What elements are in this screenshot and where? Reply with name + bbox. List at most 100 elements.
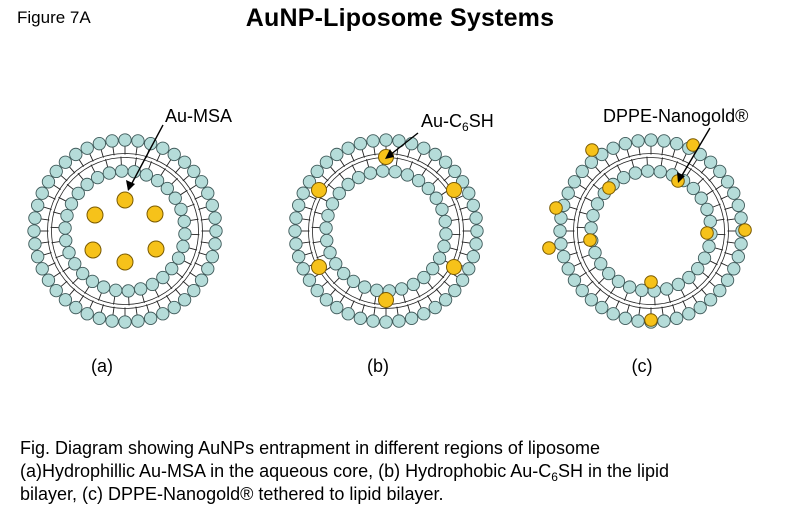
lipid-tail xyxy=(316,254,325,259)
lipid-headgroup xyxy=(438,214,452,229)
lipid-headgroup xyxy=(594,257,608,271)
lipid-headgroup xyxy=(296,262,310,276)
lipid-headgroup xyxy=(734,237,748,251)
lipid-headgroup xyxy=(353,311,368,325)
lipid-headgroup xyxy=(426,261,440,276)
lipid-tail xyxy=(374,296,377,305)
lipid-headgroup xyxy=(58,221,72,235)
lipid-headgroup xyxy=(178,227,192,241)
lipid-headgroup xyxy=(80,177,94,192)
lipid-headgroup xyxy=(134,282,148,296)
caption-line-2-sub: 6 xyxy=(551,470,558,484)
callout-au-c6sh-suffix: SH xyxy=(468,111,494,131)
lipid-headgroup xyxy=(388,165,402,179)
lipid-headgroup xyxy=(417,270,431,285)
lipid-headgroup xyxy=(205,198,219,213)
lipid-headgroup xyxy=(174,202,188,217)
lipid-tail xyxy=(51,241,60,244)
bilayer-line xyxy=(577,157,725,305)
lipid-tail xyxy=(714,247,724,251)
lipid-headgroup xyxy=(392,314,406,328)
lipid-headgroup xyxy=(71,186,85,201)
lipid-headgroup xyxy=(404,311,419,325)
callout-arrow-c xyxy=(677,127,711,183)
lipid-headgroup xyxy=(631,134,645,148)
lipid-headgroup xyxy=(319,155,334,169)
caption-line-2a: (a)Hydrophillic Au-MSA in the aqueous co… xyxy=(20,461,552,481)
lipid-tail xyxy=(674,161,678,170)
lipid-headgroup xyxy=(628,166,642,180)
lipid-headgroup xyxy=(145,277,160,292)
lipid-tail xyxy=(402,294,406,304)
lipid-tail xyxy=(84,286,90,294)
liposome-a xyxy=(27,133,223,329)
lipid-tail xyxy=(709,260,718,266)
lipid-headgroup xyxy=(435,202,449,217)
lipid-headgroup xyxy=(92,311,107,325)
lipid-headgroup xyxy=(167,147,181,162)
lipid-headgroup xyxy=(366,314,380,328)
lipid-headgroup xyxy=(406,277,421,292)
lipid-headgroup xyxy=(131,134,145,148)
lipid-headgroup xyxy=(292,249,306,264)
lipid-tail xyxy=(154,289,160,298)
lipid-headgroup xyxy=(370,283,384,297)
lipid-headgroup xyxy=(455,273,470,287)
lipid-headgroup xyxy=(616,170,631,185)
lipid-tail xyxy=(66,183,74,190)
lipid-headgroup xyxy=(693,300,707,315)
lipid-headgroup xyxy=(575,164,589,179)
lipid-headgroup xyxy=(41,273,56,287)
callout-dppe-nanogold: DPPE-Nanogold® xyxy=(603,106,749,126)
lipid-headgroup xyxy=(156,141,170,155)
lipid-tail xyxy=(148,161,152,170)
lipid-headgroup xyxy=(351,170,366,185)
lipid-headgroup xyxy=(58,155,73,169)
lipid-tail xyxy=(52,211,62,215)
lipid-headgroup xyxy=(641,164,655,178)
lipid-headgroup xyxy=(553,224,567,238)
lipid-tail xyxy=(449,247,459,251)
lipid-tail xyxy=(366,158,370,168)
lipid-headgroup xyxy=(584,221,598,235)
lipid-headgroup xyxy=(90,170,105,185)
lipid-tail xyxy=(160,168,166,176)
lipid-headgroup xyxy=(657,134,671,148)
lipid-headgroup xyxy=(165,261,179,276)
lipid-headgroup xyxy=(462,262,476,276)
lipid-headgroup xyxy=(143,311,158,325)
lipid-tail xyxy=(180,189,188,196)
lipid-headgroup xyxy=(437,239,451,254)
lipid-headgroup xyxy=(310,164,324,179)
lipid-tail xyxy=(338,172,345,180)
lipid-tail xyxy=(113,296,116,305)
lipid-headgroup xyxy=(631,314,645,328)
gold-nanoparticle xyxy=(84,241,102,259)
lipid-headgroup xyxy=(80,307,94,321)
lipid-headgroup xyxy=(554,237,568,251)
lipid-headgroup xyxy=(105,314,119,328)
lipid-headgroup xyxy=(703,293,718,307)
lipid-headgroup xyxy=(121,284,135,298)
lipid-headgroup xyxy=(618,311,633,325)
lipid-headgroup xyxy=(379,315,393,329)
lipid-headgroup xyxy=(176,239,190,254)
lipid-headgroup xyxy=(660,282,674,296)
lipid-headgroup xyxy=(35,262,49,276)
lipid-tail xyxy=(409,161,413,170)
lipid-tail xyxy=(584,196,593,202)
callout-au-c6sh-sub: 6 xyxy=(462,120,469,134)
lipid-headgroup xyxy=(139,168,154,182)
lipid-tail xyxy=(313,211,323,215)
lipid-tail xyxy=(58,196,67,202)
liposome-b xyxy=(288,133,484,329)
lipid-headgroup xyxy=(686,181,700,196)
lipid-headgroup xyxy=(168,191,182,205)
lipid-headgroup xyxy=(194,273,209,287)
lipid-tail xyxy=(183,260,192,266)
lipid-headgroup xyxy=(171,251,186,265)
lipid-tail xyxy=(660,157,663,166)
lipid-headgroup xyxy=(462,186,476,200)
lipid-headgroup xyxy=(611,274,626,289)
lipid-headgroup xyxy=(167,300,181,315)
